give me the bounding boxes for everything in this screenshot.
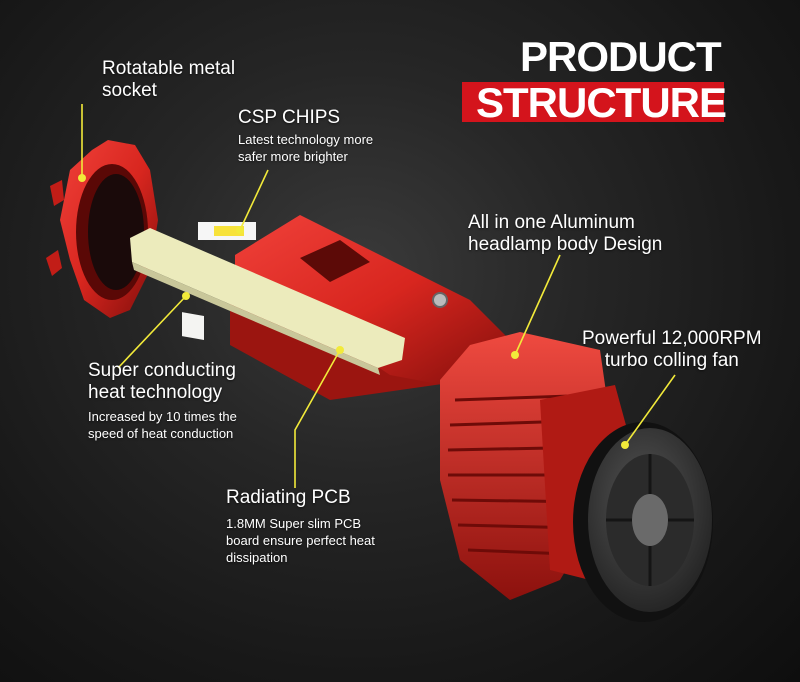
callout-detail: Latest technology more safer more bright…	[238, 132, 374, 164]
callout-heat-technology: Super conducting heat technology Increas…	[88, 360, 237, 442]
callout-heading: Super conducting heat technology	[88, 360, 236, 403]
callout-detail: 1.8MM Super slim PCB board ensure perfec…	[226, 516, 375, 565]
callout-aluminum-body: All in one Aluminum headlamp body Design	[468, 212, 662, 256]
callout-socket: Rotatable metal socket	[102, 58, 235, 102]
turbo-fan	[573, 422, 713, 622]
title-line-2: STRUCTURE	[476, 79, 727, 126]
callout-turbo-fan: Powerful 12,000RPM turbo colling fan	[582, 328, 762, 372]
callout-heading: CSP CHIPS	[238, 107, 341, 128]
callout-heading: Rotatable metal socket	[102, 58, 236, 101]
title-accent-bar	[462, 82, 724, 122]
csp-chip	[198, 222, 256, 240]
callout-radiating-pcb: Radiating PCB 1.8MM Super slim PCB board…	[226, 487, 375, 566]
callout-heading: Powerful 12,000RPM turbo colling fan	[582, 328, 762, 371]
title-line-1: PRODUCT	[520, 33, 722, 80]
metal-socket-ring	[46, 140, 158, 318]
callout-heading: All in one Aluminum headlamp body Design	[468, 212, 663, 255]
radiating-pcb-board	[130, 228, 405, 375]
leader-lines	[81, 104, 676, 488]
callout-heading: Radiating PCB	[226, 487, 351, 508]
callout-detail: Increased by 10 times the speed of heat …	[88, 409, 237, 441]
callout-csp-chips: CSP CHIPS Latest technology more safer m…	[238, 107, 373, 165]
leader-dots	[78, 174, 629, 449]
aluminum-body-heatsink	[235, 215, 520, 390]
screw-icon	[432, 292, 448, 308]
